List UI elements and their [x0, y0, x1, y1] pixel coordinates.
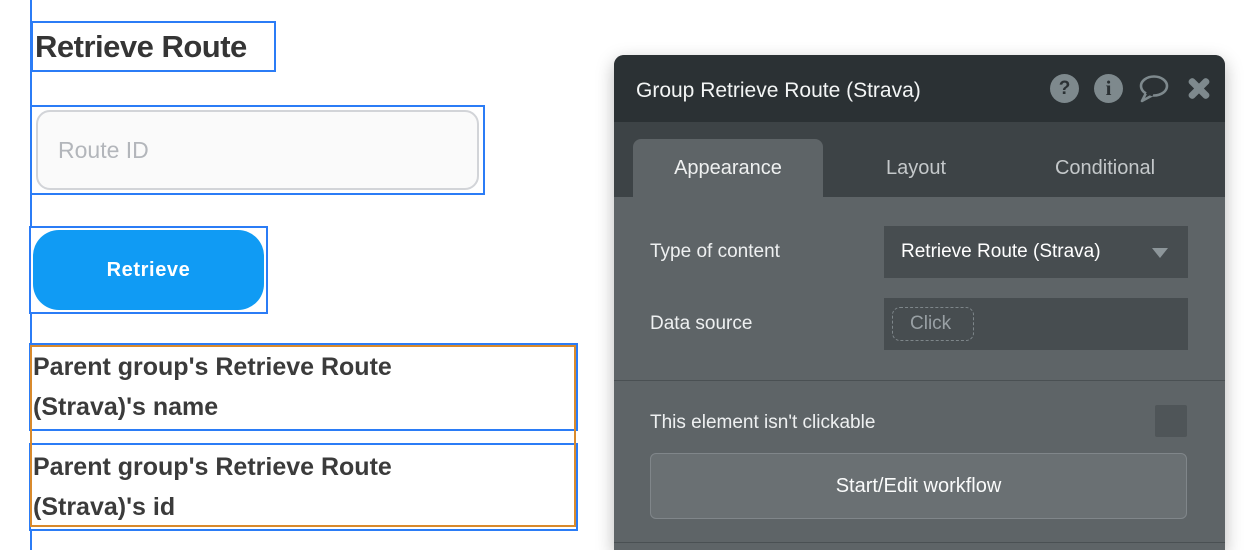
workflow-button-label: Start/Edit workflow: [835, 474, 1002, 497]
not-clickable-checkbox[interactable]: [1155, 405, 1187, 437]
data-source-label: Data source: [650, 313, 753, 334]
heading-text: Retrieve Route: [35, 29, 247, 64]
route-id-input[interactable]: Route ID: [36, 110, 479, 190]
heading-element[interactable]: Retrieve Route: [31, 21, 276, 72]
type-of-content-dropdown[interactable]: Retrieve Route (Strava): [884, 226, 1188, 278]
type-of-content-value: Retrieve Route (Strava): [901, 241, 1101, 262]
type-of-content-label: Type of content: [650, 241, 780, 262]
route-id-placeholder: Route ID: [58, 137, 149, 163]
property-editor-header[interactable]: Group Retrieve Route (Strava) ? i: [614, 55, 1225, 122]
text-id-content: Parent group's Retrieve Route (Strava)'s…: [33, 453, 392, 521]
text-name-content: Parent group's Retrieve Route (Strava)'s…: [33, 353, 392, 421]
text-element-name[interactable]: Parent group's Retrieve Route (Strava)'s…: [29, 343, 578, 431]
help-icon[interactable]: ?: [1050, 74, 1079, 103]
data-source-input[interactable]: Click: [884, 298, 1188, 350]
panel-title: Group Retrieve Route (Strava): [636, 78, 921, 102]
retrieve-button[interactable]: Retrieve: [33, 230, 264, 310]
tab-appearance[interactable]: Appearance: [633, 139, 823, 197]
header-icon-group: ? i: [1050, 55, 1213, 122]
tab-conditional[interactable]: Conditional: [1054, 156, 1156, 179]
section-divider: [614, 542, 1225, 543]
group-border-outline: [30, 345, 576, 527]
section-divider: [614, 380, 1225, 381]
start-edit-workflow-button[interactable]: Start/Edit workflow: [650, 453, 1187, 519]
text-element-id[interactable]: Parent group's Retrieve Route (Strava)'s…: [29, 443, 578, 531]
comment-icon[interactable]: [1138, 74, 1170, 104]
route-id-input-element[interactable]: Route ID: [30, 105, 485, 195]
retrieve-button-label: Retrieve: [106, 258, 191, 281]
panel-tabbar: Appearance Layout Conditional: [614, 122, 1225, 197]
data-source-placeholder[interactable]: Click: [892, 307, 974, 341]
tab-layout[interactable]: Layout: [885, 156, 947, 179]
not-clickable-label: This element isn't clickable: [650, 412, 876, 433]
retrieve-button-element[interactable]: Retrieve: [29, 226, 268, 314]
property-editor-panel: Group Retrieve Route (Strava) ? i Appear…: [614, 55, 1225, 550]
close-icon[interactable]: [1185, 75, 1213, 103]
info-icon[interactable]: i: [1094, 74, 1123, 103]
chevron-down-icon: [1152, 248, 1168, 258]
